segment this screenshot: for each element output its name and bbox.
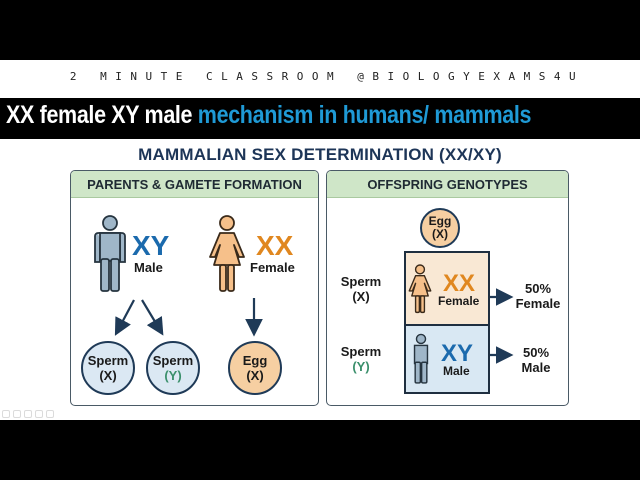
settings-icon[interactable] (35, 410, 43, 418)
sperm-y-gamete: Sperm (Y) (146, 341, 200, 395)
male-label: Male (134, 260, 163, 275)
gamete-name: Egg (242, 353, 268, 368)
female-figure-icon (408, 264, 432, 314)
video-title-bar (0, 98, 640, 139)
top-letterbox (0, 0, 640, 60)
offspring-genotype-xx: XX (443, 270, 476, 297)
male-result-label: Male (521, 360, 551, 375)
male-genotype: XY (132, 230, 170, 261)
video-title-part2: mechanism in humans/ mammals (197, 101, 532, 129)
gamete-chromosome: (Y) (164, 368, 182, 383)
panel-heading: PARENTS & GAMETE FORMATION (71, 171, 318, 198)
sperm-label: Sperm (340, 344, 382, 359)
zoom-icon[interactable] (46, 410, 54, 418)
egg-x-gamete: Egg (X) (228, 341, 282, 395)
egg-name: Egg (428, 214, 452, 228)
offspring-sex-female: Female (438, 294, 480, 308)
sperm-y-row-label: Sperm (Y) (336, 344, 386, 374)
sperm-label: Sperm (340, 274, 382, 289)
male-result: 50% Male (508, 345, 564, 375)
egg-x-header: Egg (X) (420, 208, 460, 248)
control-icon[interactable] (13, 410, 21, 418)
female-result-label: Female (515, 296, 561, 311)
gamete-name: Sperm (152, 353, 194, 368)
sperm-chromosome: (X) (352, 289, 370, 304)
offspring-genotype-xy: XY (441, 340, 474, 367)
gamete-chromosome: (X) (99, 368, 117, 383)
male-figure-icon (94, 215, 126, 292)
gamete-arrows (114, 298, 263, 337)
video-title: XX female XY male mechanism in humans/ m… (6, 101, 531, 130)
gamete-chromosome: (X) (246, 368, 264, 383)
result-arrows (490, 288, 514, 364)
male-figure-icon (413, 333, 429, 384)
player-controls-faint (2, 410, 72, 420)
female-figure-icon (209, 215, 245, 292)
egg-chromosome: (X) (432, 227, 448, 241)
sperm-chromosome: (Y) (352, 359, 370, 374)
female-label: Female (250, 260, 295, 275)
panel-heading: OFFSPRING GENOTYPES (327, 171, 568, 198)
sperm-x-gamete: Sperm (X) (81, 341, 135, 395)
male-percent: 50% (522, 345, 550, 360)
edit-icon[interactable] (24, 410, 32, 418)
control-icon[interactable] (2, 410, 10, 418)
bottom-letterbox (0, 420, 640, 480)
female-genotype: XX (256, 230, 294, 261)
offspring-sex-male: Male (443, 364, 470, 378)
sperm-x-row-label: Sperm (X) (336, 274, 386, 304)
female-percent: 50% (524, 281, 552, 296)
channel-banner: 2 MINUTE CLASSROOM @BIOLOGYEXAMS4U (69, 70, 585, 83)
gamete-name: Sperm (87, 353, 129, 368)
female-result: 50% Female (510, 281, 566, 311)
diagram-title: MAMMALIAN SEX DETERMINATION (XX/XY) (138, 145, 502, 164)
offspring-cell-xx (404, 251, 490, 326)
video-title-part1: XX female XY male (6, 101, 193, 129)
